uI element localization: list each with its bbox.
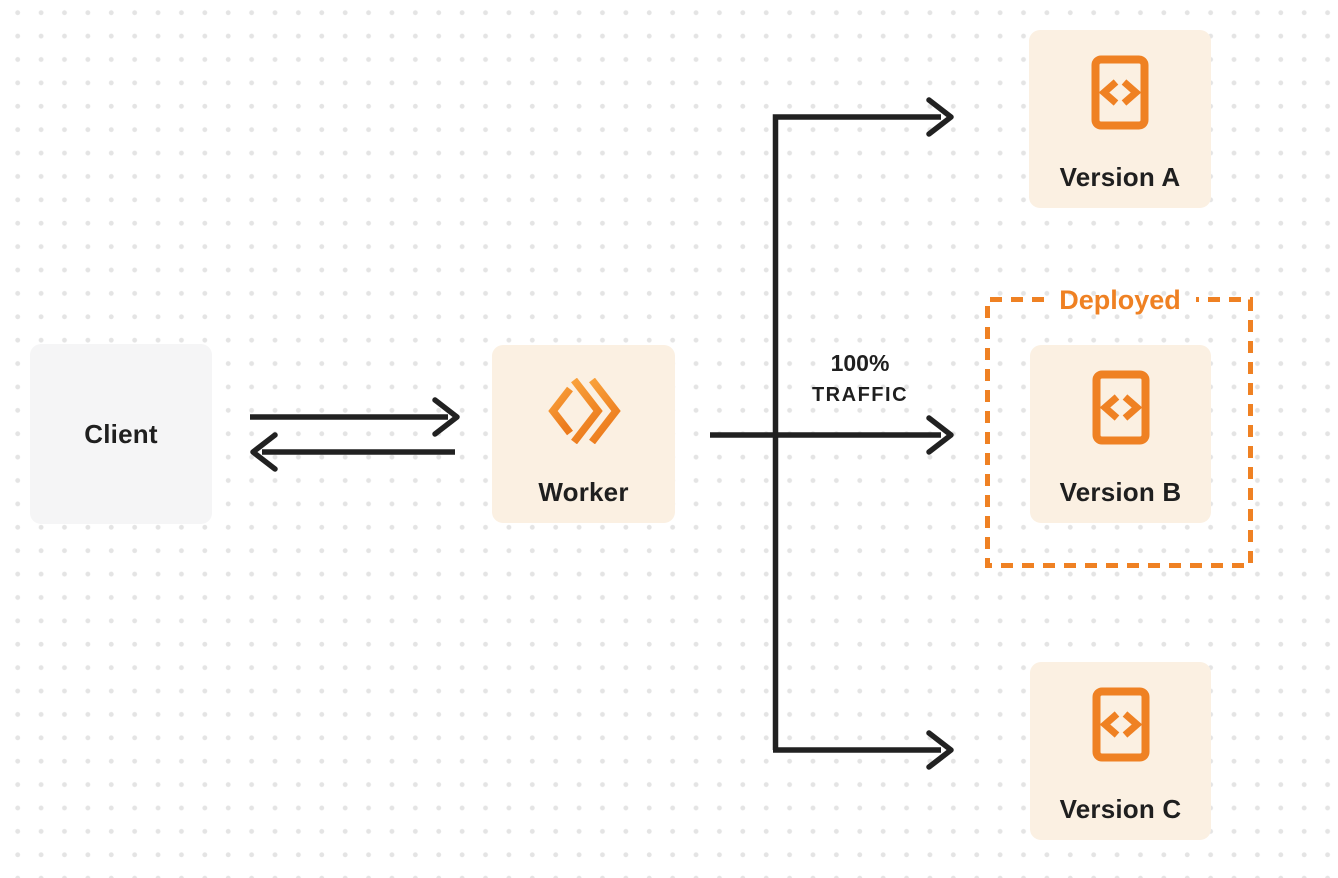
version-b-node: Version B	[1030, 345, 1211, 523]
arrowhead-version-b-icon	[926, 415, 954, 455]
traffic-label: 100% TRAFFIC	[790, 350, 930, 406]
arrowhead-right-icon	[432, 397, 460, 437]
version-c-node: Version C	[1030, 662, 1211, 840]
arrowhead-left-icon	[250, 432, 278, 472]
code-file-icon	[1092, 370, 1150, 450]
traffic-percent-text: 100%	[830, 350, 890, 376]
code-file-icon	[1091, 55, 1149, 135]
client-node: Client	[30, 344, 212, 524]
version-b-label: Version B	[1059, 477, 1182, 507]
arrow-worker-to-version-a	[772, 114, 941, 750]
worker-node: Worker	[492, 345, 675, 523]
version-a-label: Version A	[1059, 162, 1181, 192]
version-a-node: Version A	[1029, 30, 1211, 208]
cloudflare-workers-logo-icon	[545, 377, 623, 449]
deployed-label: Deployed	[1059, 285, 1181, 315]
worker-label: Worker	[538, 477, 629, 507]
traffic-word-text: TRAFFIC	[811, 384, 909, 406]
version-c-label: Version C	[1059, 794, 1182, 824]
client-label: Client	[84, 419, 158, 449]
arrowhead-version-c-icon	[926, 730, 954, 770]
arrowhead-version-a-icon	[926, 97, 954, 137]
code-file-icon	[1092, 687, 1150, 767]
deployed-boundary	[985, 297, 1253, 568]
